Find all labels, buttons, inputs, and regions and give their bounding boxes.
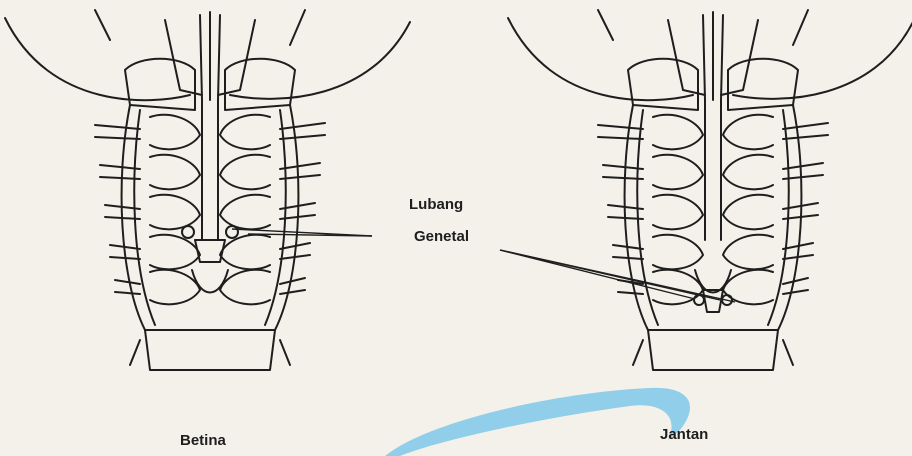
coxa-right xyxy=(723,235,773,270)
body-outline xyxy=(122,105,299,330)
plate-right xyxy=(728,59,798,110)
coxa-left xyxy=(150,195,200,230)
coxa-left xyxy=(653,155,703,190)
leg-right xyxy=(280,123,325,139)
genital-opening-left xyxy=(182,226,194,238)
plate-left xyxy=(628,59,698,110)
coxa-left xyxy=(653,195,703,230)
leg-left xyxy=(115,280,140,294)
coxa-right xyxy=(723,195,773,230)
leg-right xyxy=(280,278,305,294)
coxa-left xyxy=(653,115,703,150)
leg-left xyxy=(95,125,140,139)
body-outline xyxy=(625,105,802,330)
carapace-arc xyxy=(5,18,410,100)
sternum xyxy=(202,100,218,240)
leg-right xyxy=(783,278,808,294)
sternum xyxy=(705,100,721,240)
coxa-right xyxy=(723,115,773,150)
coxa-right xyxy=(220,235,270,270)
female-crayfish-drawing xyxy=(5,10,410,370)
abdomen-edges xyxy=(130,340,290,365)
leg-right xyxy=(783,123,828,139)
abdomen-edges xyxy=(633,340,793,365)
leg-left xyxy=(598,125,643,139)
coxa-right xyxy=(220,155,270,190)
abdomen-segment xyxy=(648,330,778,370)
abdomen-segment xyxy=(145,330,275,370)
sternal-plate xyxy=(195,240,225,262)
mouthparts xyxy=(200,12,220,100)
carapace-arc xyxy=(508,18,912,100)
posterior-plate xyxy=(192,270,228,293)
male-label: Jantan xyxy=(660,426,708,443)
watermark-swoosh xyxy=(385,388,690,456)
genital-opening-label-line2: Genetal xyxy=(414,228,469,245)
male-crayfish-drawing xyxy=(508,10,912,370)
coxa-left xyxy=(653,235,703,270)
coxa-left xyxy=(150,155,200,190)
coxa-left xyxy=(150,235,200,270)
coxa-left xyxy=(150,115,200,150)
coxa-right xyxy=(220,195,270,230)
female-label: Betina xyxy=(180,432,226,449)
plate-right xyxy=(225,59,295,110)
genital-opening-label-line1: Lubang xyxy=(409,196,463,213)
coxa-right xyxy=(220,115,270,150)
genital-opening-right xyxy=(226,226,238,238)
coxa-right xyxy=(723,155,773,190)
pointer-lines xyxy=(232,229,735,302)
mouthparts xyxy=(703,12,723,100)
plate-left xyxy=(125,59,195,110)
